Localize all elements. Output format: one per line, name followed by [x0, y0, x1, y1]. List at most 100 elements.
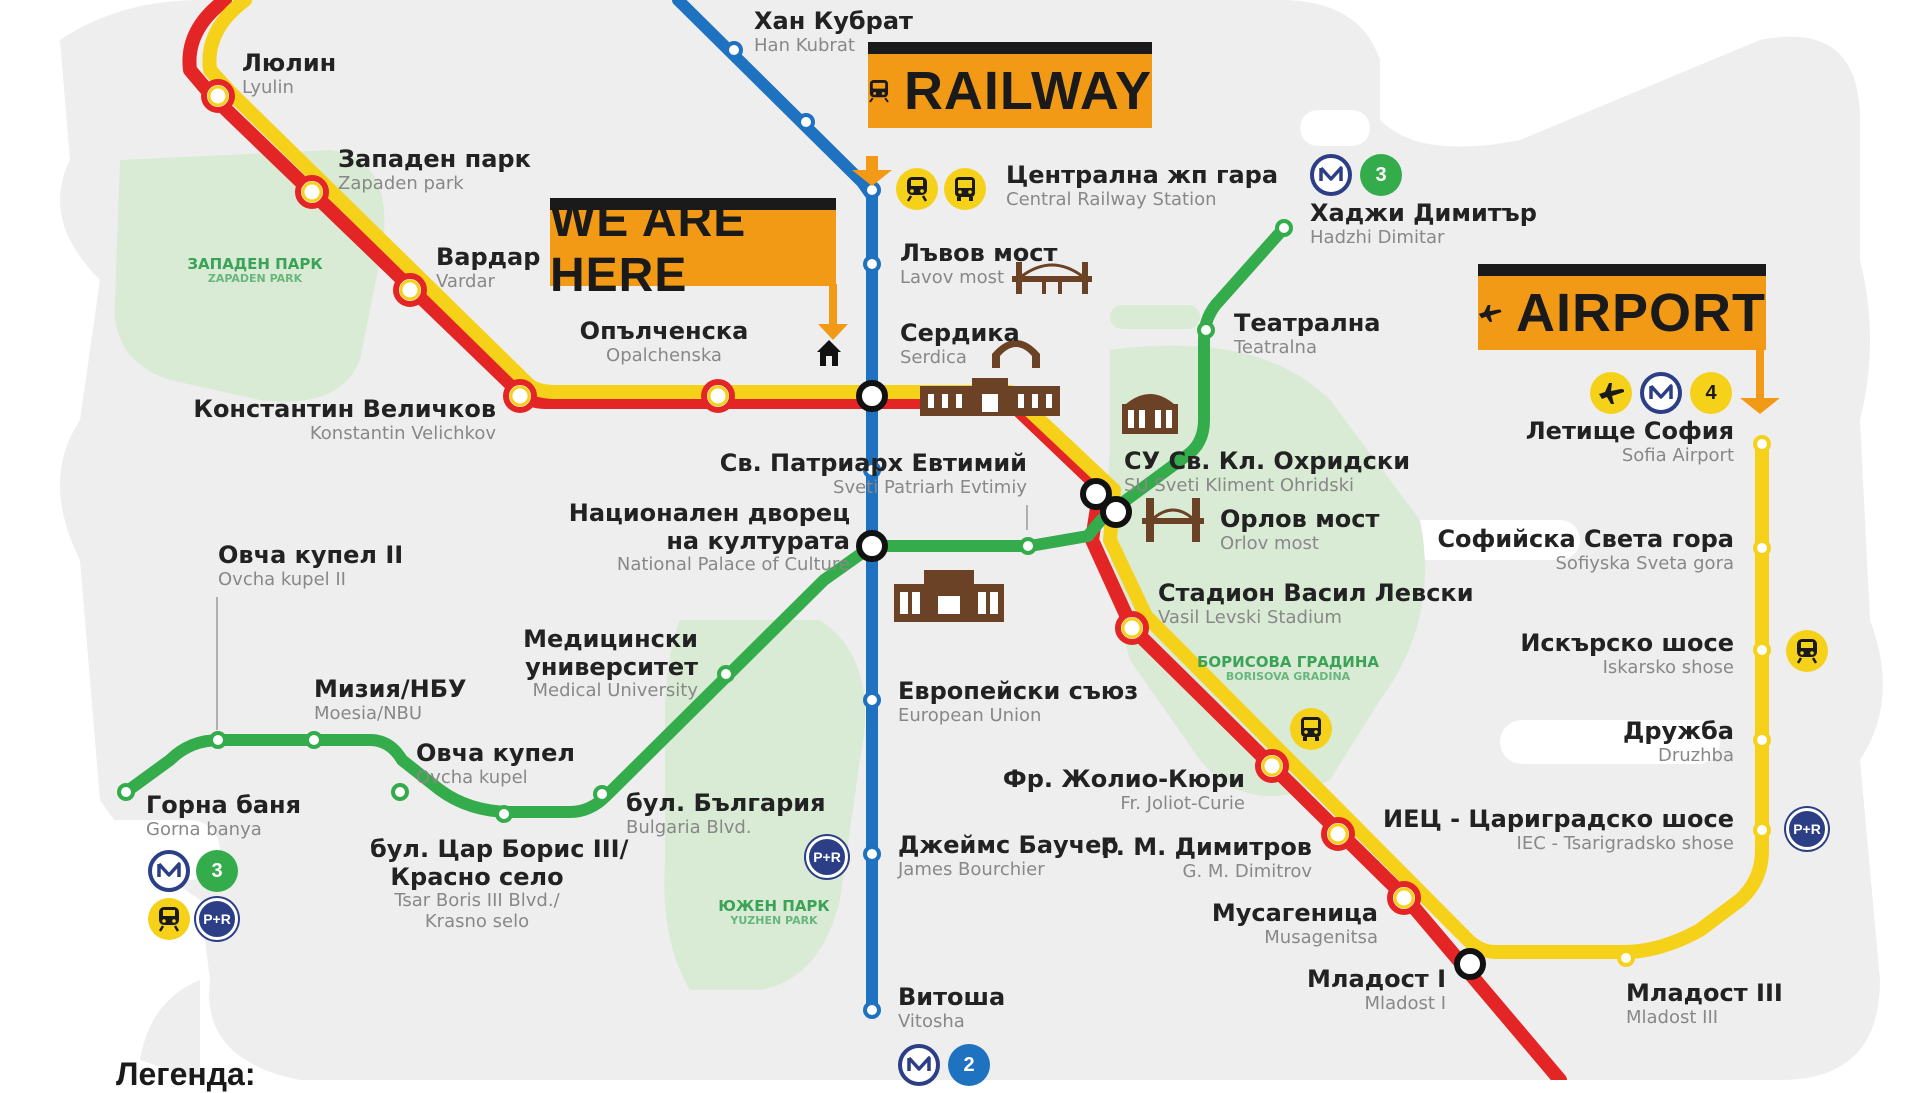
station-name-bg: Орлов мост	[1220, 505, 1380, 533]
station-label-ovcha: Овча купел Ovcha kupel	[416, 739, 575, 788]
airport-sign-text: AIRPORT	[1516, 283, 1766, 343]
station-name-bg-line1: Медицински	[523, 625, 698, 653]
station-label-moesia: Мизия/НБУ Moesia/NBU	[314, 675, 467, 724]
station-label-hadzhi: Хаджи Димитър Hadzhi Dimitar	[1310, 199, 1537, 248]
airport-sign: AIRPORT	[1478, 264, 1766, 350]
station-name-lat: Moesia/NBU	[314, 702, 423, 724]
yellow-line	[202, 0, 1769, 959]
railway-sign: RAILWAY	[868, 42, 1152, 128]
station-name-bg: Константин Величков	[193, 395, 496, 423]
station-su-2	[1100, 496, 1132, 528]
station-label-teatralna: Театрална Teatralna	[1234, 309, 1380, 358]
station-bourchier	[863, 845, 881, 863]
station-name-bg: Мизия/НБУ	[314, 675, 467, 703]
station-name-lat: Vasil Levski Stadium	[1158, 606, 1342, 628]
station-name-lat: Vitosha	[898, 1010, 965, 1032]
legend-title: Легенда:	[116, 1056, 256, 1092]
station-name-bg: Витоша	[898, 983, 1006, 1011]
station-name-bg-line2: Красно село	[390, 862, 564, 891]
station-label-zapaden-park: Западен парк Zapaden park	[338, 145, 531, 194]
station-label-iec: ИЕЦ - Цариградско шосе IEC - Tsarigradsk…	[1382, 805, 1734, 854]
yuzhen-park-area	[664, 620, 865, 990]
station-label-joliot: Фр. Жолио-Кюри Fr. Joliot-Curie	[1002, 765, 1245, 814]
station-iec	[1753, 821, 1771, 839]
station-label-gorna: Горна баня Gorna banya	[146, 791, 301, 840]
bus-icon	[1301, 717, 1321, 741]
train-badge-central	[896, 168, 938, 210]
we-are-here-text: WE ARE HERE	[550, 194, 747, 302]
station-mladost3	[1617, 949, 1635, 967]
station-teatralna	[1197, 321, 1215, 339]
station-name-bg: Овча купел	[416, 739, 575, 767]
station-name-lat: Hadzhi Dimitar	[1310, 226, 1445, 248]
bus-badge-central	[944, 168, 986, 210]
city-cutouts	[80, 110, 1720, 880]
station-name-bg: ИЕЦ - Цариградско шосе	[1382, 805, 1734, 833]
station-name-lat: Orlov most	[1220, 532, 1319, 554]
station-name-lat: Medical University	[532, 680, 698, 702]
station-name-lat: National Palace of Culture	[616, 554, 850, 576]
station-name-lat: Fr. Joliot-Curie	[1120, 792, 1245, 814]
line-badge-vitosha: 2	[948, 1044, 990, 1086]
station-name-lat: Mladost I	[1364, 992, 1446, 1014]
station-name-lat: Lyulin	[242, 76, 294, 98]
station-name-bg: Сердика	[900, 319, 1020, 347]
station-label-han-kubrat: Хан Кубрат Han Kubrat	[754, 7, 913, 56]
station-name-lat: Teatralna	[1234, 336, 1317, 358]
station-hadzhi	[1275, 219, 1293, 237]
ndk-building-icon	[894, 570, 1004, 622]
station-ring-dimitrov	[1327, 823, 1349, 845]
station-evtimiy	[863, 461, 881, 479]
station-label-velichkov: Константин Величков Konstantin Velichkov	[193, 395, 496, 444]
landmark-icons	[817, 262, 1204, 622]
park-strip-2	[1150, 420, 1230, 560]
station-su-1	[1080, 478, 1112, 510]
metro-badge-airport	[1640, 372, 1682, 414]
zapaden-park-lat: ZAPADEN PARK	[207, 271, 303, 285]
station-name-lat: G. M. Dimitrov	[1182, 860, 1313, 882]
station-ovcha2	[209, 731, 227, 749]
station-label-serdika: Сердика Serdica	[900, 319, 1020, 368]
station-label-dimitrov: Г. М. Димитров G. M. Dimitrov	[1100, 833, 1313, 882]
station-label-central: Централна жп гара Central Railway Statio…	[1006, 161, 1278, 210]
station-label-lavov: Лъвов мост Lavov most	[900, 239, 1057, 288]
train-badge-iskarsko	[1786, 630, 1828, 672]
station-name-lat: IEC - Tsarigradsko shose	[1516, 832, 1734, 854]
station-name-bg: Софийска Света гора	[1437, 525, 1734, 553]
station-boris	[495, 805, 513, 823]
station-label-bourchier: Джеймс Баучер James Bourchier	[898, 831, 1119, 880]
station-name-lat: Gorna banya	[146, 818, 262, 840]
station-mladost1	[1454, 948, 1486, 980]
station-name-bg-line2: университет	[525, 652, 698, 681]
station-name-lat: James Bourchier	[898, 858, 1045, 880]
plane-icon	[1478, 305, 1502, 322]
station-serdika	[856, 380, 888, 412]
metro-stations	[117, 41, 1771, 1019]
station-name-lat-line2: Krasno selo	[424, 910, 530, 932]
station-label-ndk: Национален дворец на културата National …	[569, 499, 850, 576]
station-ring-lyulin	[207, 85, 229, 107]
metro-badge-vitosha	[898, 1044, 940, 1086]
station-blue-mid	[797, 113, 815, 131]
station-name-bg: Фр. Жолио-Кюри	[1002, 765, 1245, 793]
station-name-bg: СУ Св. Кл. Охридски	[1124, 447, 1411, 475]
plane-icon	[1599, 383, 1624, 404]
station-name-lat-line1: Tsar Boris III Blvd./	[394, 890, 560, 912]
station-name-lat: Zapaden park	[338, 172, 464, 194]
station-han-kubrat	[725, 41, 743, 59]
station-name-bg: Вардар	[436, 243, 541, 271]
metro-icon	[157, 862, 181, 877]
station-label-druzhba: Дружба Druzhba	[1623, 717, 1734, 766]
station-label-iskarsko: Искърско шосе Iskarsko shose	[1520, 629, 1734, 678]
arch-ruins-icon	[992, 340, 1040, 368]
station-name-lat: Ovcha kupel II	[218, 568, 346, 590]
station-name-lat: Serdica	[900, 346, 967, 368]
station-label-boris: бул. Цар Борис III/ Красно село Tsar Bor…	[370, 835, 628, 933]
station-label-eu: Европейски съюз European Union	[898, 677, 1138, 726]
station-name-lat: Ovcha kupel	[416, 766, 528, 788]
station-label-mladost1: Младост I Mladost I	[1307, 965, 1446, 1014]
station-name-lat: Sofiyska Sveta gora	[1555, 552, 1735, 574]
station-vitosha	[863, 1001, 881, 1019]
station-label-airport: Летище София Sofia Airport	[1526, 417, 1734, 466]
station-name-bg: Св. Патриарх Евтимий	[719, 449, 1027, 477]
